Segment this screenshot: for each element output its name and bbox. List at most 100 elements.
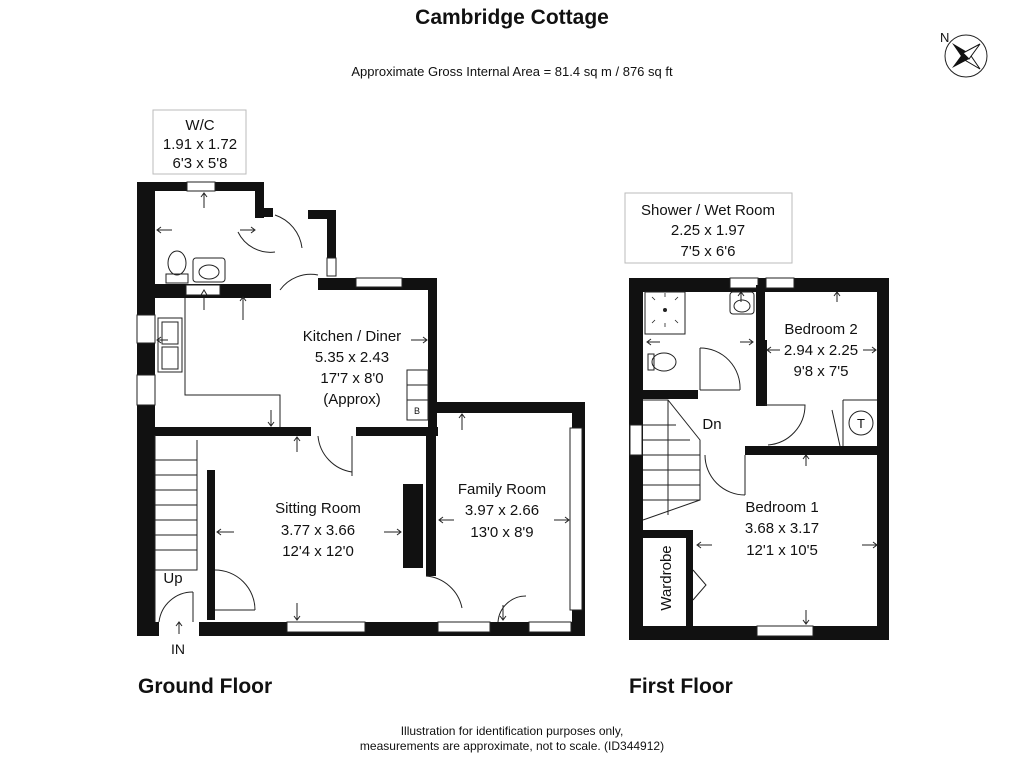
bed2-imperial: 9'8 x 7'5 [794,363,849,380]
family-name: Family Room [458,481,546,498]
first-floor-label: First Floor [629,675,733,698]
wall [207,470,215,620]
compass-north-letter: N [940,30,949,45]
entrance-mark: IN [171,641,185,657]
kitchen-metric: 5.35 x 2.43 [315,349,389,366]
basin-icon [729,291,755,315]
ground-floor-label: Ground Floor [138,675,273,698]
sitting-name: Sitting Room [275,500,361,517]
shower-tray [644,291,686,335]
wall [745,446,877,455]
window [756,625,814,637]
shower-imperial: 7'5 x 6'6 [681,243,736,260]
ground-floor-plan: B W/C 1.91 x 1.72 [136,109,585,657]
tank-mark: T [857,416,865,431]
wall [356,427,438,436]
wall [426,436,436,576]
shower-name: Shower / Wet Room [641,202,775,219]
door-swing [425,575,463,609]
wc-imperial: 6'3 x 5'8 [173,155,228,172]
wall [643,390,698,399]
window [629,424,643,456]
toilet-icon [167,250,187,276]
window [185,284,221,296]
wall [137,182,155,632]
door-swing [497,595,527,623]
door-swing [214,569,256,611]
wall [327,210,336,260]
dimension-arrows [646,291,878,625]
window [286,621,366,633]
window [729,277,759,289]
family-metric: 3.97 x 2.66 [465,502,539,519]
ground-stairs [154,440,198,571]
window [569,427,583,611]
window [136,374,156,406]
first-stairs [642,399,701,521]
wall [255,182,264,218]
wall [308,210,336,219]
bed1-imperial: 12'1 x 10'5 [746,542,818,559]
wall [428,278,437,428]
door-swing [317,435,353,473]
compass-needle-west [952,53,969,68]
stairs-down-mark: Dn [702,416,721,433]
wall [629,278,643,640]
wc-label-box [152,109,247,175]
bed1-metric: 3.68 x 3.17 [745,520,819,537]
toilet-icon [651,352,677,372]
wc-metric: 1.91 x 1.72 [163,136,237,153]
door-swing [279,273,319,291]
door-swing [158,591,194,623]
wall [686,530,693,626]
sink-icon [157,317,183,373]
window [765,277,795,289]
bed2-name: Bedroom 2 [784,321,857,338]
stairs-up-mark: Up [163,570,182,587]
disclaimer: Illustration for identification purposes… [0,724,1024,754]
kitchen-name: Kitchen / Diner [303,328,401,345]
water-tank-icon [848,410,874,436]
kitchen-imperial: 17'7 x 8'0 [320,370,383,387]
appliance [406,369,429,421]
door-swing [699,347,741,391]
bed1-name: Bedroom 1 [745,499,818,516]
stair-outline [154,459,198,571]
window [437,621,491,633]
sitting-imperial: 12'4 x 12'0 [282,543,354,560]
window [136,314,156,344]
page-title: Cambridge Cottage [415,6,609,29]
shower-label-box [624,192,793,264]
wall [643,530,693,538]
window [186,181,216,192]
first-floor-plan: T Shower / Wet Room 2.25 x 1 [624,192,889,640]
wall [756,340,767,406]
basin-icon [192,257,226,283]
wall [151,427,311,436]
door-swing [704,454,746,496]
shower-metric: 2.25 x 1.97 [671,222,745,239]
bed2-metric: 2.94 x 2.25 [784,342,858,359]
wc-name: W/C [185,117,214,134]
boiler-mark: B [414,406,420,416]
window [326,257,337,277]
shower-head-icon [663,308,667,312]
dimension-arrows [156,192,570,634]
chimney-breast [403,484,423,568]
wardrobe-label: Wardrobe [658,545,675,610]
family-imperial: 13'0 x 8'9 [470,524,533,541]
window [528,621,572,633]
door-swing [765,404,806,446]
disclaimer-line-2: measurements are approximate, not to sca… [359,739,665,753]
kitchen-note: (Approx) [323,391,381,408]
worktop [184,298,281,427]
wall [137,622,159,636]
compass: N [940,30,988,78]
gross-area: Approximate Gross Internal Area = 81.4 s… [351,64,673,79]
window [355,277,403,288]
wardrobe-door [692,569,707,601]
disclaimer-line-1: Illustration for identification purposes… [400,724,624,738]
door-swing [237,231,276,253]
wall [434,402,585,413]
